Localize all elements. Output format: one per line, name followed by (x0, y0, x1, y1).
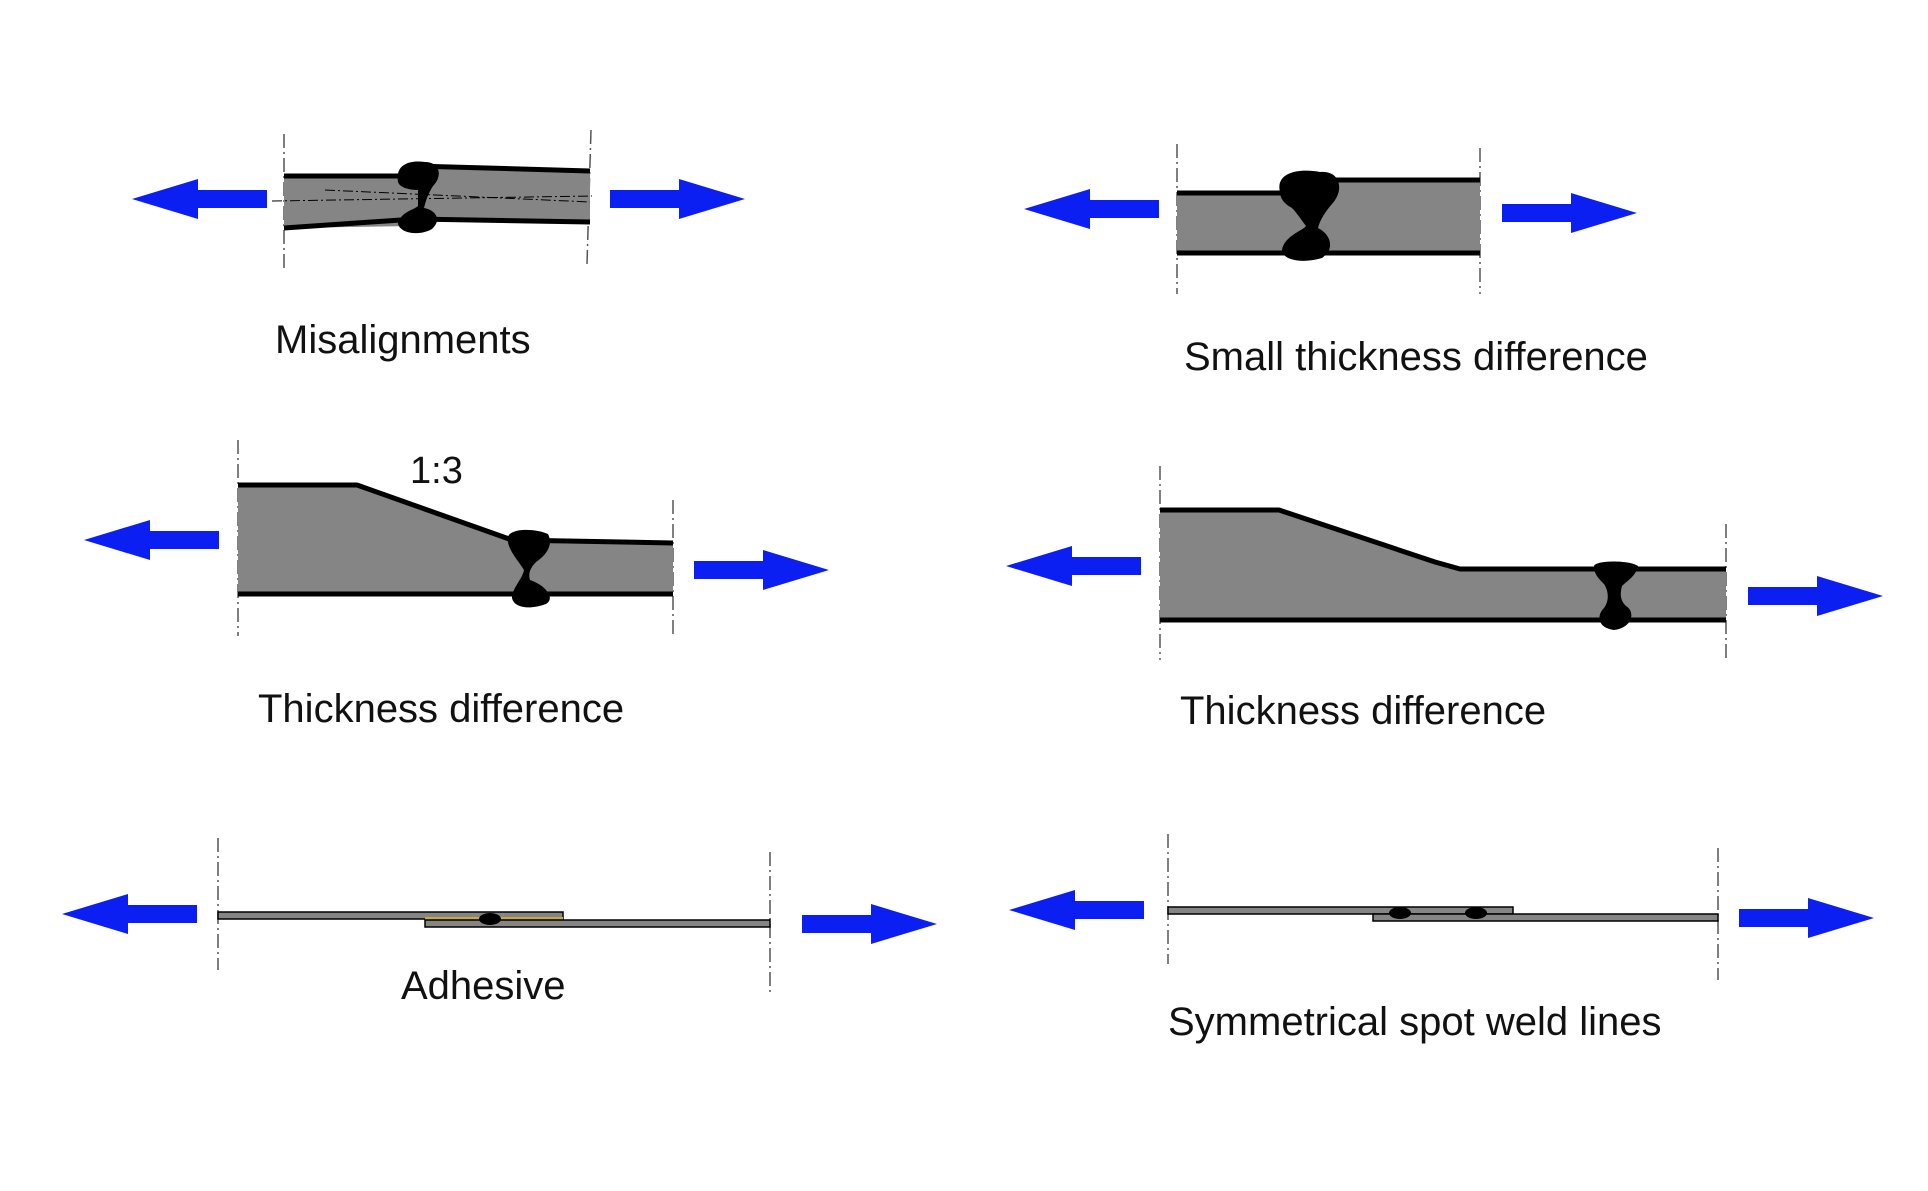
slope-ratio-label: 1:3 (410, 450, 463, 492)
arrow-right-icon (1748, 576, 1883, 616)
tapered-plate (238, 485, 673, 594)
lower-sheet (424, 919, 771, 928)
plate (1177, 180, 1480, 253)
panel-small-thickness-difference: Small thickness difference (1024, 144, 1648, 379)
spot-weld (1389, 907, 1411, 919)
panel-label: Adhesive (401, 964, 566, 1008)
upper-sheet (1167, 906, 1514, 915)
plate-right (415, 166, 590, 222)
panel-thickness-difference-taper: 1:3 Thickness difference (84, 440, 829, 731)
panel-label: Misalignments (275, 318, 531, 362)
misalignment-axis-line (324, 189, 591, 203)
arrow-right-icon (610, 179, 745, 219)
panel-thickness-difference-offset: Thickness difference (1006, 466, 1883, 733)
upper-sheet (217, 911, 564, 920)
arrow-left-icon (62, 894, 197, 934)
panel-misalignments: Misalignments (132, 129, 745, 362)
panel-adhesive: Adhesive (62, 838, 937, 1008)
arrow-right-icon (802, 904, 937, 944)
panel-label: Thickness difference (258, 687, 624, 731)
weld-bead (397, 161, 439, 234)
plate-top-edge (238, 482, 674, 546)
arrow-left-icon (1006, 546, 1141, 586)
plate-top-edge (1160, 507, 1726, 572)
arrow-left-icon (1024, 189, 1159, 229)
lower-sheet (1372, 913, 1719, 922)
weld-bead (1279, 170, 1340, 261)
panel-label: Small thickness difference (1184, 335, 1648, 379)
arrow-right-icon (694, 550, 829, 590)
arrow-left-icon (132, 179, 267, 219)
panel-label: Symmetrical spot weld lines (1168, 1000, 1662, 1044)
spot-weld (479, 913, 501, 925)
weld-bead (507, 529, 550, 608)
panel-symmetrical-spot-weld-lines: Symmetrical spot weld lines (1009, 834, 1874, 1044)
panel-label: Thickness difference (1180, 689, 1546, 733)
arrow-right-icon (1739, 898, 1874, 938)
spot-weld (1465, 907, 1487, 919)
arrow-left-icon (84, 520, 219, 560)
arrow-left-icon (1009, 890, 1144, 930)
plate-left (284, 176, 415, 228)
weld-bead (1594, 561, 1638, 630)
arrow-right-icon (1502, 193, 1637, 233)
misalignment-axis-line (271, 195, 593, 202)
